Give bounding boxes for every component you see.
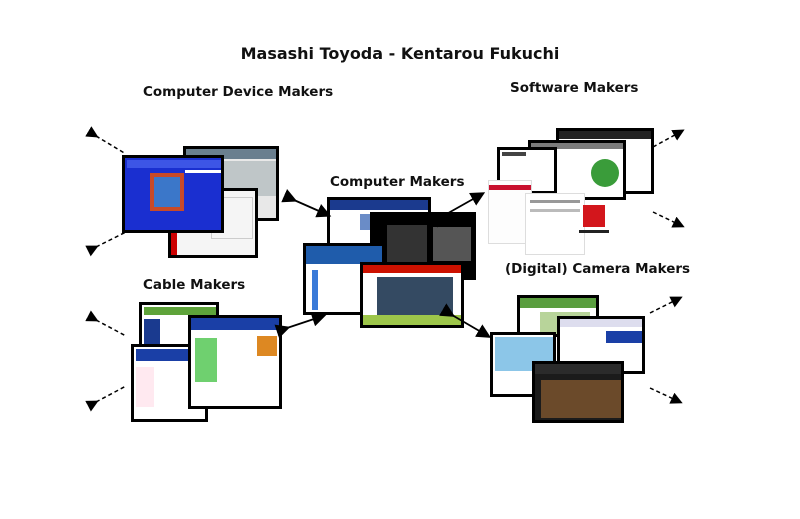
screenshot-device-front (122, 155, 224, 233)
screenshot-cable-right (188, 315, 282, 409)
arrow-out-device-bottom (85, 231, 127, 257)
label-computer-device-makers: Computer Device Makers (143, 84, 334, 100)
arrow-out-cable-bottom (85, 385, 127, 412)
label-computer-makers: Computer Makers (330, 174, 465, 190)
arrow-out-cable-top (85, 310, 127, 337)
label-camera-makers: (Digital) Camera Makers (505, 261, 691, 277)
screenshot-computer-4 (360, 262, 464, 328)
arrow-cable-computer (274, 312, 327, 339)
arrow-out-software-top (652, 129, 685, 148)
arrow-device-computer (281, 189, 332, 218)
arrow-out-camera-bottom (649, 387, 683, 404)
arrow-computer-software (430, 192, 486, 228)
page-title: Masashi Toyoda - Kentarou Fukuchi (240, 44, 560, 63)
label-cable-makers: Cable Makers (143, 277, 246, 293)
arrow-out-camera-top (649, 296, 683, 314)
arrow-computer-camera (439, 303, 492, 338)
arrow-out-device-top (85, 126, 127, 155)
label-software-makers: Software Makers (510, 80, 639, 96)
arrow-out-software-bottom (652, 211, 685, 228)
screenshot-camera-front (532, 361, 624, 423)
fujitsu-logo-caption (579, 230, 609, 233)
fujitsu-logo (583, 205, 605, 227)
